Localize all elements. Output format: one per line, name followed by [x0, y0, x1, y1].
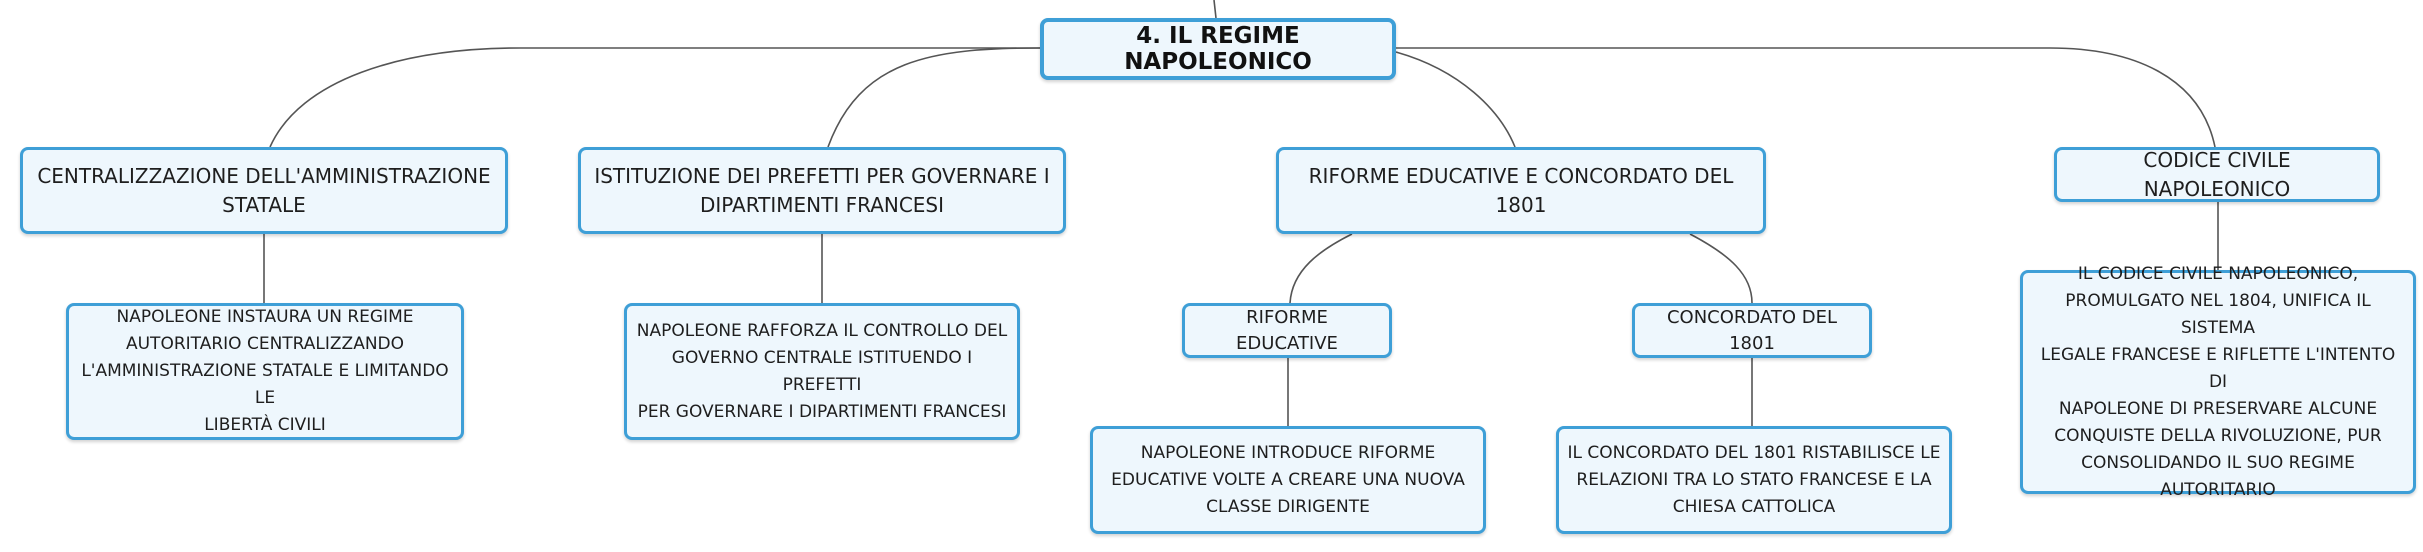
detail-text: NAPOLEONE INSTAURA UN REGIME AUTORITARIO… [81, 307, 449, 435]
detail-text: NAPOLEONE INTRODUCE RIFORME EDUCATIVE VO… [1111, 442, 1465, 517]
connector-root-branch-3 [1395, 51, 1516, 148]
detail-node-prefetti[interactable]: NAPOLEONE RAFFORZA IL CONTROLLO DEL GOVE… [624, 303, 1020, 440]
branch-node-centralizzazione[interactable]: CENTRALIZZAZIONE DELL'AMMINISTRAZIONE ST… [20, 147, 508, 234]
connector-root-branch-1 [269, 47, 1040, 148]
sub-node-concordato[interactable]: CONCORDATO DEL 1801 [1632, 303, 1872, 358]
sub-label: CONCORDATO DEL 1801 [1666, 306, 1838, 354]
connector-root-branch-2 [827, 47, 1041, 148]
sub-label: RIFORME EDUCATIVE [1236, 306, 1338, 354]
detail-node-codice-civile[interactable]: IL CODICE CIVILE NAPOLEONICO, PROMULGATO… [2020, 264, 2416, 500]
branch-label: CODICE CIVILE NAPOLEONICO [2143, 147, 2291, 201]
root-node[interactable]: 4. IL REGIME NAPOLEONICO [1040, 18, 1396, 80]
root-label: 4. IL REGIME NAPOLEONICO [1124, 23, 1312, 75]
detail-node-riforme-educative[interactable]: NAPOLEONE INTRODUCE RIFORME EDUCATIVE VO… [1090, 426, 1486, 534]
branch-label: CENTRALIZZAZIONE DELL'AMMINISTRAZIONE ST… [37, 163, 491, 217]
detail-text: NAPOLEONE RAFFORZA IL CONTROLLO DEL GOVE… [636, 320, 1008, 422]
branch-node-codice-civile[interactable]: CODICE CIVILE NAPOLEONICO [2054, 147, 2380, 202]
detail-node-centralizzazione[interactable]: NAPOLEONE INSTAURA UN REGIME AUTORITARIO… [66, 303, 464, 440]
branch-node-prefetti[interactable]: ISTITUZIONE DEI PREFETTI PER GOVERNARE I… [578, 147, 1066, 234]
connector-branch-3-sub-1 [1289, 233, 1353, 304]
branch-node-riforme-concordato[interactable]: RIFORME EDUCATIVE E CONCORDATO DEL 1801 [1276, 147, 1766, 234]
connector-parent-root [1213, 0, 1217, 19]
connector-root-branch-4 [1396, 47, 2216, 148]
detail-text: IL CONCORDATO DEL 1801 RISTABILISCE LE R… [1567, 442, 1941, 517]
branch-label: ISTITUZIONE DEI PREFETTI PER GOVERNARE I… [594, 163, 1050, 217]
detail-text: IL CODICE CIVILE NAPOLEONICO, PROMULGATO… [2040, 263, 2396, 500]
sub-node-riforme-educative[interactable]: RIFORME EDUCATIVE [1182, 303, 1392, 358]
connector-branch-3-sub-2 [1689, 233, 1753, 304]
branch-label: RIFORME EDUCATIVE E CONCORDATO DEL 1801 [1308, 163, 1734, 217]
detail-node-concordato[interactable]: IL CONCORDATO DEL 1801 RISTABILISCE LE R… [1556, 426, 1952, 534]
